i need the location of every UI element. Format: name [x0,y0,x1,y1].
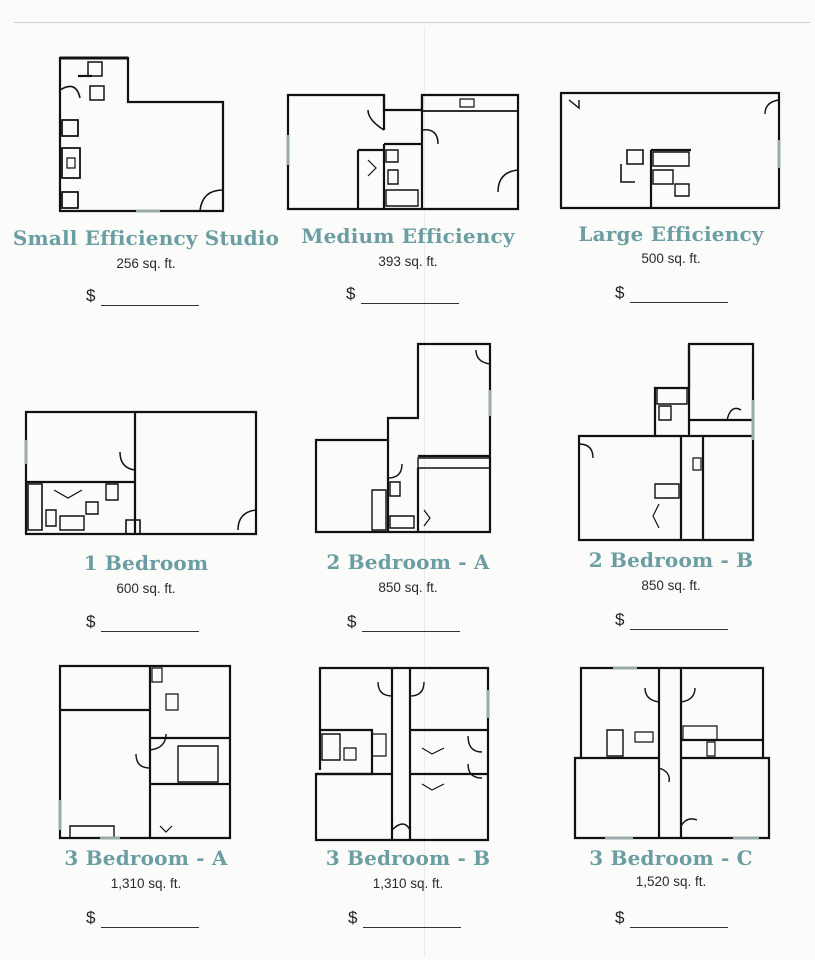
currency-symbol: $ [347,612,357,631]
price-blank[interactable] [361,288,459,304]
unit-card-2-bedroom-a: 2 Bedroom - A 850 sq. ft. $ [272,340,544,640]
price-blank[interactable] [101,912,199,928]
price-field[interactable]: $ [86,612,199,634]
top-divider [14,22,810,23]
unit-card-1-bedroom: 1 Bedroom 600 sq. ft. $ [10,340,282,640]
floor-plan-3-bedroom-a [10,650,282,850]
price-field[interactable]: $ [347,612,460,634]
unit-area: 1,520 sq. ft. [635,874,707,889]
price-blank[interactable] [630,614,728,630]
unit-area: 1,310 sq. ft. [110,876,182,891]
unit-area: 850 sq. ft. [641,578,701,593]
unit-title: 3 Bedroom - A [64,846,228,870]
unit-title: 3 Bedroom - C [589,846,753,870]
unit-title: Large Efficiency [578,222,764,246]
price-blank[interactable] [101,290,199,306]
unit-title: 2 Bedroom - B [588,548,754,572]
unit-area: 600 sq. ft. [116,581,176,596]
unit-area: 850 sq. ft. [378,580,438,595]
currency-symbol: $ [346,284,356,303]
floor-plan-1-bedroom [10,340,282,540]
currency-symbol: $ [348,908,358,927]
unit-title: 3 Bedroom - B [325,846,491,870]
currency-symbol: $ [86,908,96,927]
price-blank[interactable] [630,912,728,928]
price-blank[interactable] [363,912,461,928]
unit-card-3-bedroom-c: 3 Bedroom - C 1,520 sq. ft. $ [535,650,807,950]
price-field[interactable]: $ [615,283,728,305]
price-field[interactable]: $ [86,286,199,308]
price-field[interactable]: $ [346,284,459,306]
currency-symbol: $ [615,908,625,927]
unit-card-small-efficiency-studio: Small Efficiency Studio 256 sq. ft. $ [10,40,282,340]
floor-plan-medium-efficiency [272,40,544,240]
unit-title: 2 Bedroom - A [326,550,490,574]
price-blank[interactable] [630,287,728,303]
unit-title: Medium Efficiency [301,224,515,248]
price-blank[interactable] [101,616,199,632]
currency-symbol: $ [86,612,96,631]
currency-symbol: $ [615,283,625,302]
unit-title: Small Efficiency Studio [12,226,280,250]
floor-plan-3-bedroom-c [535,650,807,850]
unit-area: 256 sq. ft. [116,256,176,271]
unit-card-3-bedroom-a: 3 Bedroom - A 1,310 sq. ft. $ [10,650,282,950]
unit-area: 393 sq. ft. [378,254,438,269]
unit-area: 1,310 sq. ft. [372,876,444,891]
currency-symbol: $ [615,610,625,629]
price-field[interactable]: $ [86,908,199,930]
unit-area: 500 sq. ft. [641,251,701,266]
currency-symbol: $ [86,286,96,305]
unit-card-large-efficiency: Large Efficiency 500 sq. ft. $ [535,40,807,340]
unit-card-medium-efficiency: Medium Efficiency 393 sq. ft. $ [272,40,544,340]
unit-card-2-bedroom-b: 2 Bedroom - B 850 sq. ft. $ [535,340,807,640]
unit-card-3-bedroom-b: 3 Bedroom - B 1,310 sq. ft. $ [272,650,544,950]
floor-plan-large-efficiency [535,40,807,240]
fold-crease [424,26,425,956]
unit-title: 1 Bedroom [83,551,209,575]
price-field[interactable]: $ [348,908,461,930]
price-field[interactable]: $ [615,610,728,632]
price-field[interactable]: $ [615,908,728,930]
floor-plan-small-efficiency-studio [10,40,282,240]
price-blank[interactable] [362,616,460,632]
floor-plan-2-bedroom-b [535,340,807,540]
floor-plan-3-bedroom-b [272,650,544,850]
floor-plan-2-bedroom-a [272,340,544,540]
